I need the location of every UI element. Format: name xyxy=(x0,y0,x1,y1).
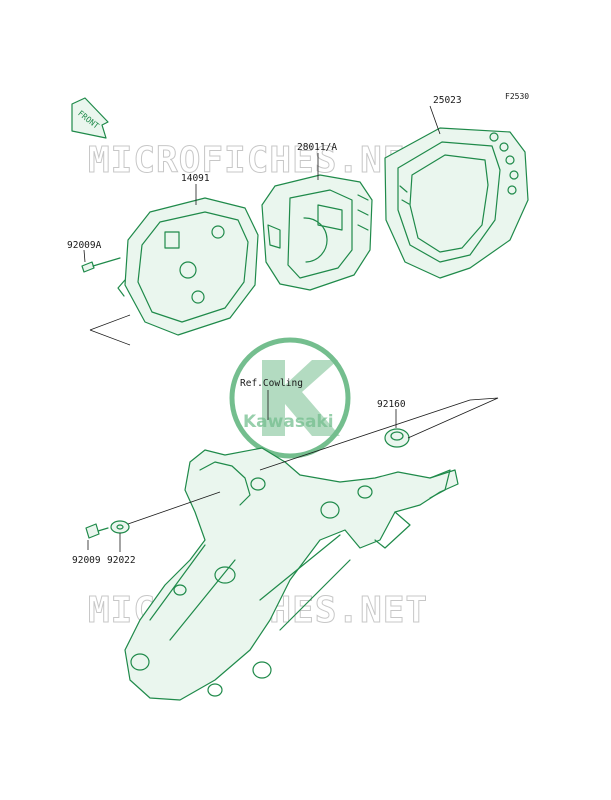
part-label-28011a: 28011/A xyxy=(297,142,337,153)
figure-code: F2530 xyxy=(505,92,529,101)
screw-92009a-part xyxy=(81,257,121,273)
leader-lines xyxy=(83,105,499,552)
part-label-92160: 92160 xyxy=(377,399,406,410)
meter-case-part xyxy=(117,197,259,336)
meter-assembly-part xyxy=(261,174,373,291)
part-label-ref-cowling: Ref.Cowling xyxy=(240,378,303,389)
washer-part xyxy=(110,520,130,534)
part-label-14091: 14091 xyxy=(181,173,210,184)
part-label-92009: 92009 xyxy=(72,555,101,566)
bracket-part xyxy=(124,447,459,701)
front-arrow-icon: FRONT xyxy=(71,97,109,139)
screw-92009-part xyxy=(85,523,109,539)
part-label-92022: 92022 xyxy=(107,555,136,566)
logo-text: Kawasaki xyxy=(243,412,334,432)
grommet-part xyxy=(384,428,410,448)
watermark-top: MICROFICHES.NET xyxy=(88,140,428,181)
part-label-92009a: 92009A xyxy=(67,240,102,251)
meter-cover-part xyxy=(384,127,529,279)
kawasaki-logo: Kawasaki xyxy=(229,337,351,459)
part-label-25023: 25023 xyxy=(433,95,462,106)
